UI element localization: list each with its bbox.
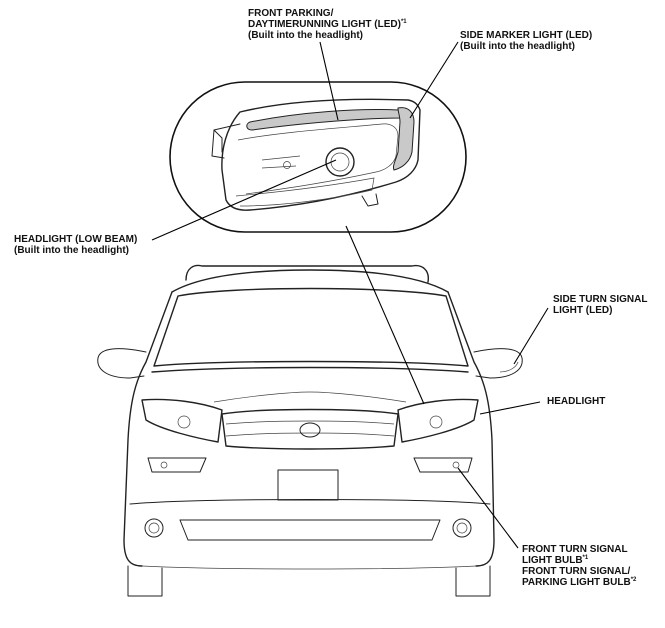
hood-line — [151, 366, 469, 373]
right-mirror — [473, 348, 523, 379]
left-fog-light-inner — [148, 522, 160, 534]
leader-side-turn — [513, 307, 549, 365]
housing-lower-line — [235, 177, 375, 207]
label-side-marker: SIDE MARKER LIGHT (LED) — [460, 30, 592, 41]
leader-side-marker — [409, 41, 459, 119]
left-turn-signal-bulb — [160, 461, 168, 469]
grille-bar-1 — [225, 420, 395, 425]
vehicle-front-view — [97, 264, 523, 597]
right-mirror-turn-signal — [499, 361, 519, 373]
label-front-turn-signal: FRONT TURN SIGNAL — [522, 544, 628, 555]
headlight-mount-bracket — [211, 123, 241, 159]
bumper-bottom — [141, 565, 477, 570]
left-tire — [127, 565, 163, 597]
license-plate — [277, 469, 339, 501]
leader-front-parking — [319, 41, 339, 121]
headlight-detail-inset — [169, 81, 467, 233]
left-headlight-projector — [177, 415, 191, 429]
label-headlight: HEADLIGHT — [547, 396, 605, 407]
body-right-side — [447, 291, 495, 567]
leader-headlight — [479, 401, 541, 415]
label-front-turn-parking: FRONT TURN SIGNAL/ — [522, 566, 631, 577]
windshield — [153, 287, 469, 367]
grille-outline — [221, 408, 399, 450]
leader-inset-to-vehicle — [345, 225, 425, 405]
label-headlight-low-beam: HEADLIGHT (LOW BEAM) — [14, 234, 137, 245]
label-front-parking: FRONT PARKING/ — [248, 8, 334, 19]
leader-lines — [151, 41, 549, 549]
left-fog-light — [144, 518, 164, 538]
body-left-side — [123, 291, 173, 567]
housing-bottom-tab — [361, 193, 379, 207]
inset-frame — [169, 81, 467, 233]
right-headlight — [397, 398, 479, 443]
roof-outline — [171, 269, 449, 293]
label-side-marker-note: (Built into the headlight) — [460, 41, 575, 52]
left-turn-signal-lamp — [147, 457, 207, 473]
right-fog-light — [452, 518, 472, 538]
lower-bumper — [129, 499, 491, 505]
hood-crease-right — [309, 391, 407, 403]
callout-labels: FRONT PARKING/ DAYTIMERUNNING LIGHT (LED… — [14, 8, 647, 588]
label-side-turn-signal-line2: LIGHT (LED) — [553, 305, 612, 316]
leader-headlight-low — [151, 159, 337, 241]
roof-rails — [185, 264, 429, 283]
label-front-parking-line2: DAYTIMERUNNING LIGHT (LED)*1 — [248, 19, 407, 30]
right-fog-light-inner — [456, 522, 468, 534]
left-mirror — [97, 348, 147, 379]
left-headlight — [141, 398, 223, 443]
label-front-turn-parking-bulb: PARKING LIGHT BULB*2 — [522, 577, 637, 588]
leader-front-turn — [457, 467, 519, 549]
right-turn-signal-bulb — [452, 461, 460, 469]
headlight-housing-outline — [221, 98, 421, 211]
label-headlight-low-beam-note: (Built into the headlight) — [14, 245, 129, 256]
grille-bar-2 — [225, 432, 395, 437]
right-turn-signal-lamp — [413, 457, 473, 473]
housing-inner-line — [237, 123, 399, 195]
lower-air-intake — [179, 519, 441, 541]
right-tire — [455, 565, 491, 597]
headlight-small-bulb — [283, 161, 291, 169]
label-front-turn-signal-bulb: LIGHT BULB*1 — [522, 555, 589, 566]
side-marker-strip — [393, 107, 415, 171]
emblem — [299, 422, 321, 438]
label-side-turn-signal: SIDE TURN SIGNAL — [553, 294, 647, 305]
low-beam-projector-outer — [325, 147, 355, 177]
label-front-parking-note: (Built into the headlight) — [248, 30, 363, 41]
right-headlight-projector — [429, 415, 443, 429]
hood-crease-left — [213, 391, 311, 403]
